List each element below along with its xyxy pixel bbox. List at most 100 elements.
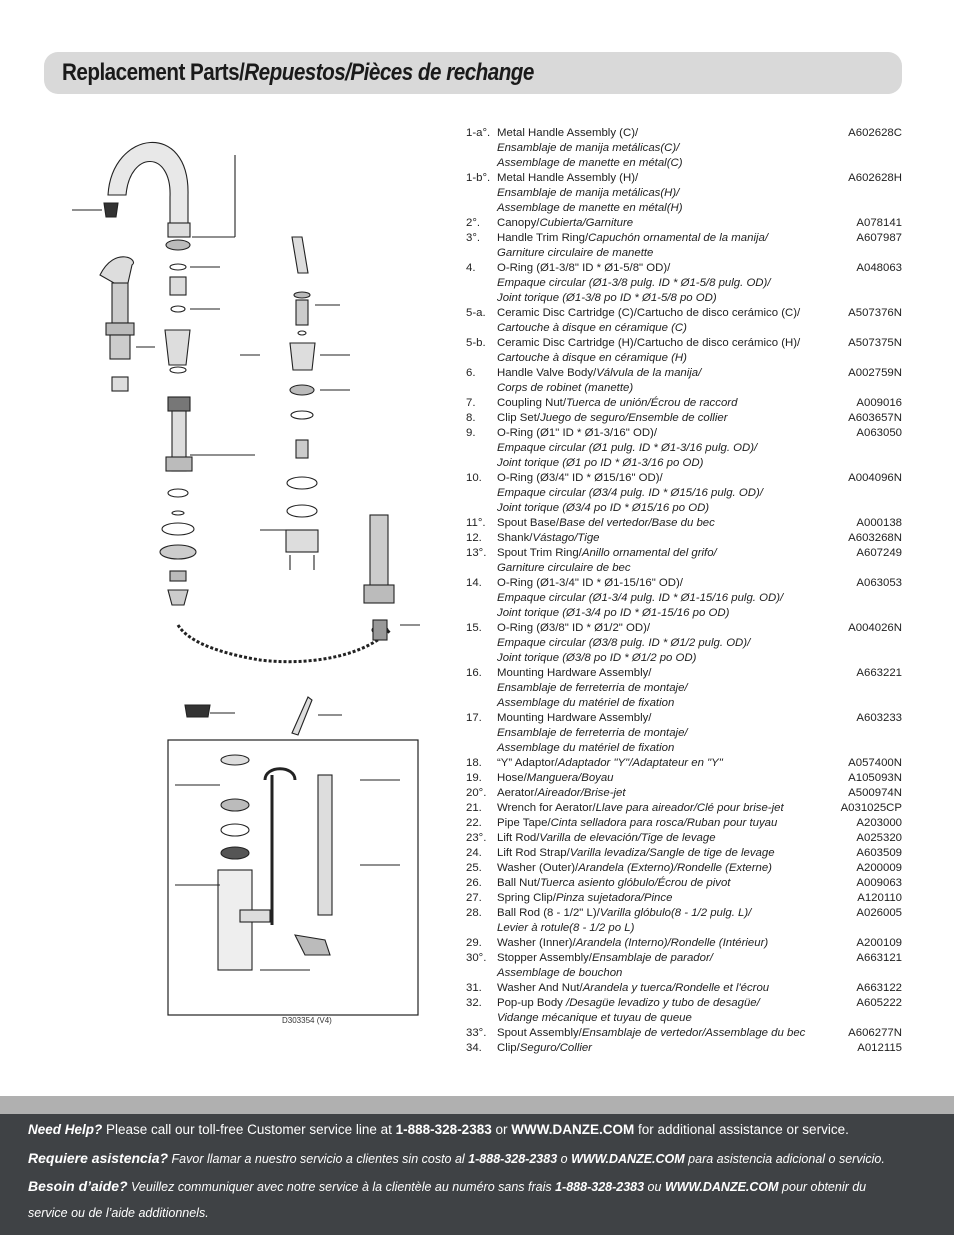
part-name-translation-line: Joint torique (Ø1 po ID * Ø1-3/16 po OD)	[497, 457, 704, 469]
part-code: A607987	[856, 232, 902, 244]
part-name-translation: Varilla glóbulo(8 - 1/2 pulg. L)/	[599, 907, 752, 919]
part-row: 22.Pipe Tape/Cinta selladora para rosca/…	[466, 816, 904, 831]
part-description: Clip/Seguro/Collier	[497, 1041, 904, 1056]
part-code: A004026N	[848, 622, 902, 634]
part-number: 32.	[466, 997, 482, 1009]
website-link-fr[interactable]: WWW.DANZE.COM	[664, 1180, 779, 1194]
part-description: Lift Rod Strap/Varilla levadiza/Sangle d…	[497, 846, 904, 861]
part-name-translation: Arandela (Externo)/Rondelle (Externe)	[578, 862, 772, 874]
help-text-fr-3: service ou de l’aide additionnels.	[28, 1206, 209, 1220]
part-name-english: Mounting Hardware Assembly/	[497, 712, 652, 724]
part-name-english: Metal Handle Assembly (H)/	[497, 172, 639, 184]
part-name-translation-line: Joint torique (Ø1-3/8 po ID * Ø1-5/8 po …	[497, 292, 717, 304]
part-name-translation-line: Garniture circulaire de manette	[497, 247, 654, 259]
part-name-translation: Llave para aireador/Clé pour brise-jet	[595, 802, 784, 814]
page-title: Replacement Parts/Repuestos/Pièces de re…	[62, 59, 534, 87]
part-description: Coupling Nut/Tuerca de unión/Écrou de ra…	[497, 396, 904, 411]
part-code: A120110	[857, 892, 902, 904]
part-number: 21.	[466, 802, 482, 814]
help-footer: Need Help? Please call our toll-free Cus…	[0, 1114, 954, 1235]
part-row: 13°. Spout Trim Ring/Anillo ornamental de…	[466, 546, 904, 576]
part-name-translation-line: Assemblage du matériel de fixation	[497, 742, 675, 754]
phone-number-fr[interactable]: 1-888-328-2383	[555, 1180, 645, 1194]
part-number: 20°.	[466, 787, 487, 799]
or-text-fr: ou	[644, 1180, 665, 1194]
part-name-translation-line: Empaque circular (Ø3/8 pulg. ID * Ø1/2 p…	[497, 637, 751, 649]
part-code: A507376N	[848, 307, 902, 319]
part-name-translation: Vástago/Tige	[532, 532, 600, 544]
part-description: Metal Handle Assembly (H)/Ensamblaje de …	[497, 171, 904, 216]
part-code: A602628C	[848, 127, 902, 139]
part-description: Lift Rod/Varilla de elevación/Tige de le…	[497, 831, 904, 846]
part-row: 8.Clip Set/Juego de seguro/Ensemble de c…	[466, 411, 904, 426]
part-description: O-Ring (Ø3/8" ID * Ø1/2" OD)/Empaque cir…	[497, 621, 904, 666]
part-name-english: Lift Rod Strap/	[497, 847, 570, 859]
part-code: A500974N	[848, 787, 902, 799]
part-code: A603233	[856, 712, 902, 724]
part-number: 34.	[466, 1042, 482, 1054]
aerator-illustration	[103, 202, 119, 218]
part-code: A012115	[857, 1042, 902, 1054]
help-text-en-2: for additional assistance or service.	[634, 1122, 849, 1137]
part-description: Ball Nut/Tuerca asiento glóbulo/Écrou de…	[497, 876, 904, 891]
phone-number-es[interactable]: 1-888-328-2383	[468, 1152, 558, 1166]
part-description: Spout Base/Base del vertedor/Base du bec	[497, 516, 904, 531]
part-number: 26.	[466, 877, 482, 889]
part-number: 23°.	[466, 832, 487, 844]
part-code: A063053	[856, 577, 902, 589]
part-description: Metal Handle Assembly (C)/Ensamblaje de …	[497, 126, 904, 171]
part-row: 3°.Handle Trim Ring/Capuchón ornamental …	[466, 231, 904, 261]
part-name-translation: Manguera/Boyau	[526, 772, 614, 784]
part-name-translation: Anillo ornamental del grifo/	[581, 547, 717, 559]
part-description: Ceramic Disc Cartridge (H)/Cartucho de d…	[497, 336, 904, 366]
part-number: 27.	[466, 892, 482, 904]
part-name-translation: Ensamblaje de vertedor/Assemblage du bec	[581, 1027, 806, 1039]
help-text-en-1: Please call our toll-free Customer servi…	[102, 1122, 396, 1137]
part-row: 28.Ball Rod (8 - 1/2" L)/Varilla glóbulo…	[466, 906, 904, 936]
part-description: Washer And Nut/Arandela y tuerca/Rondell…	[497, 981, 904, 996]
part-description: Washer (Inner)/Arandela (Interno)/Rondel…	[497, 936, 904, 951]
part-number: 33°.	[466, 1027, 487, 1039]
part-name-translation: Cinta selladora para rosca/Ruban pour tu…	[550, 817, 778, 829]
part-code: A603509	[856, 847, 902, 859]
part-name-english: Metal Handle Assembly (C)/	[497, 127, 639, 139]
phone-number[interactable]: 1-888-328-2383	[395, 1122, 492, 1137]
help-text-fr-2: pour obtenir du	[778, 1180, 867, 1194]
part-name-translation-line: Empaque circular (Ø1 pulg. ID * Ø1-3/16 …	[497, 442, 758, 454]
spout-illustration	[107, 141, 189, 226]
mounting-hardware-illustration	[285, 529, 319, 553]
part-description: Canopy/Cubierta/Garniture	[497, 216, 904, 231]
part-number: 28.	[466, 907, 482, 919]
part-number: 13°.	[466, 547, 487, 559]
part-name-translation: Seguro/Collier	[519, 1042, 592, 1054]
website-link-es[interactable]: WWW.DANZE.COM	[571, 1152, 685, 1166]
part-number: 16.	[466, 667, 482, 679]
part-description: Spout Assembly/Ensamblaje de vertedor/As…	[497, 1026, 904, 1041]
title-bar: Replacement Parts/Repuestos/Pièces de re…	[44, 52, 902, 94]
part-name-translation-line: Corps de robinet (manette)	[497, 382, 634, 394]
part-code: A607249	[856, 547, 902, 559]
website-link[interactable]: WWW.DANZE.COM	[511, 1122, 635, 1137]
part-row: 23°. Lift Rod/Varilla de elevación/Tige d…	[466, 831, 904, 846]
part-number: 19.	[466, 772, 482, 784]
part-number: 4.	[466, 262, 476, 274]
part-description: Washer (Outer)/Arandela (Externo)/Rondel…	[497, 861, 904, 876]
or-text-es: o	[557, 1152, 572, 1166]
shank-illustration	[167, 396, 191, 412]
hose-illustration	[176, 624, 392, 664]
part-description: O-Ring (Ø1-3/8" ID * Ø1-5/8" OD)/Empaque…	[497, 261, 904, 306]
part-name-english: O-Ring (Ø1-3/4" ID * Ø1-15/16" OD)/	[497, 577, 683, 589]
part-row: 1-a°. Metal Handle Assembly (C)/Ensamblaj…	[466, 126, 904, 171]
part-description: Ceramic Disc Cartridge (C)/Cartucho de d…	[497, 306, 904, 336]
part-number: 1-a°.	[466, 127, 491, 139]
help-text-es-1: Favor llamar a nuestro servicio a client…	[168, 1152, 469, 1166]
part-description: Handle Valve Body/Válvula de la manija/C…	[497, 366, 904, 396]
part-code: A663121	[856, 952, 902, 964]
part-name-english: Shank/	[497, 532, 533, 544]
part-row: 29.Washer (Inner)/Arandela (Interno)/Ron…	[466, 936, 904, 951]
part-number: 12.	[466, 532, 482, 544]
part-description: Spout Trim Ring/Anillo ornamental del gr…	[497, 546, 904, 576]
footer-divider	[0, 1096, 954, 1114]
